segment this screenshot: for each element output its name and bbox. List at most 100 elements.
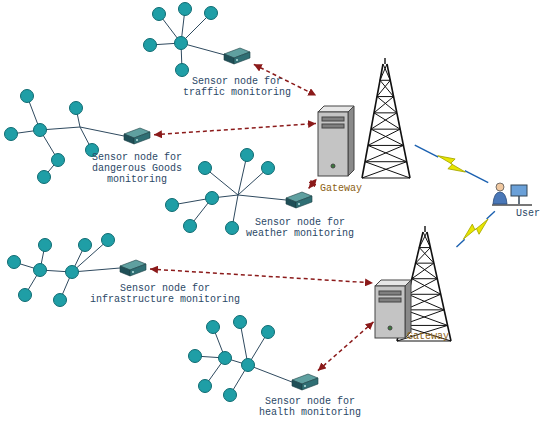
server-slot bbox=[322, 117, 344, 121]
server-slot bbox=[322, 124, 344, 128]
server-led bbox=[388, 326, 392, 330]
sensor-leaf bbox=[199, 162, 212, 175]
sensor-leaf bbox=[166, 199, 179, 212]
tower-bar bbox=[371, 129, 400, 130]
device-front bbox=[286, 198, 296, 208]
device-side bbox=[302, 378, 318, 390]
node-label: User bbox=[516, 208, 546, 219]
device-front bbox=[292, 380, 302, 390]
tower-brace bbox=[408, 294, 444, 310]
sensor-leaf bbox=[184, 220, 197, 233]
sensor-node: Sensor node for dangerous Goods monitori… bbox=[122, 126, 152, 146]
node-icon bbox=[122, 126, 152, 146]
sensor-leaf bbox=[38, 171, 51, 184]
sensor-node: Sensor node for weather monitoring bbox=[284, 190, 314, 210]
sensor-leaf bbox=[34, 124, 47, 137]
node-label: Sensor node for dangerous Goods monitori… bbox=[87, 152, 187, 185]
sensor-leaf bbox=[52, 154, 65, 167]
tower-bar bbox=[412, 278, 437, 279]
node-icon bbox=[284, 190, 314, 210]
sensor-leaf bbox=[224, 389, 237, 402]
wireless-link bbox=[456, 211, 494, 247]
sensor-leaf bbox=[19, 289, 32, 302]
node-icon bbox=[490, 180, 535, 210]
wireless-bolt bbox=[435, 151, 469, 176]
device-front bbox=[124, 134, 134, 144]
tower-brace bbox=[362, 162, 407, 178]
sensor-leaf bbox=[5, 128, 18, 141]
node-icon bbox=[375, 228, 455, 343]
device-led bbox=[298, 203, 300, 205]
server-slot bbox=[379, 298, 401, 302]
tower-bar bbox=[380, 80, 390, 81]
tower-brace bbox=[412, 279, 441, 295]
tower-bar bbox=[362, 178, 410, 179]
lightning-bolt bbox=[460, 214, 492, 245]
tower-brace bbox=[371, 113, 397, 129]
device-side bbox=[134, 132, 150, 144]
server-side bbox=[405, 280, 411, 338]
server-led bbox=[331, 164, 335, 168]
tower-brace bbox=[374, 113, 400, 129]
sensor-leaf bbox=[205, 7, 218, 20]
tower-leg bbox=[427, 232, 451, 341]
sensor-leaf bbox=[207, 321, 220, 334]
tower-brace bbox=[383, 64, 390, 80]
tower-antenna bbox=[384, 58, 385, 64]
device-side bbox=[130, 264, 146, 276]
monitor bbox=[511, 185, 527, 196]
node-label: Gateway bbox=[407, 331, 467, 342]
tower-brace bbox=[423, 232, 430, 248]
tower-brace bbox=[408, 279, 437, 295]
server-front bbox=[318, 112, 348, 176]
node-icon bbox=[318, 60, 413, 180]
gateway-server bbox=[375, 280, 411, 338]
connector-layer bbox=[150, 64, 495, 370]
sensor-leaf bbox=[102, 234, 115, 247]
sensor-leaf bbox=[79, 239, 92, 252]
sensor-leaf bbox=[189, 350, 202, 363]
sensor-clusters bbox=[5, 3, 293, 402]
tower-brace bbox=[371, 129, 403, 145]
sensor-leaf bbox=[34, 264, 47, 277]
sensor-leaf bbox=[219, 352, 232, 365]
sensor-leaf bbox=[153, 8, 166, 21]
tower-brace bbox=[377, 80, 390, 96]
sensor-leaf bbox=[70, 102, 83, 115]
sensor-leaf bbox=[176, 64, 189, 77]
tower-bar bbox=[365, 161, 407, 162]
device-side bbox=[296, 196, 312, 208]
user-head bbox=[496, 183, 504, 191]
sensor-leaf bbox=[39, 239, 52, 252]
sensor-node: Sensor node for infrastructure monitorin… bbox=[118, 258, 148, 278]
sensor-leaf bbox=[226, 222, 239, 235]
data-link-arrow bbox=[154, 123, 316, 134]
sensor-leaf bbox=[241, 149, 254, 162]
server-front bbox=[375, 286, 405, 338]
sensor-leaf bbox=[242, 359, 255, 372]
tower-brace bbox=[365, 145, 403, 161]
wireless-bolt bbox=[460, 214, 492, 245]
user-node: User bbox=[490, 180, 535, 210]
tower-brace bbox=[419, 248, 434, 264]
sensor-leaf bbox=[21, 90, 34, 103]
tower-brace bbox=[419, 232, 427, 248]
sensor-leaf bbox=[199, 380, 212, 393]
sensor-leaf bbox=[54, 294, 67, 307]
tower-brace bbox=[368, 145, 407, 161]
sensor-leaf bbox=[179, 3, 192, 16]
sensor-leaf bbox=[8, 256, 21, 269]
node-icon bbox=[118, 258, 148, 278]
server-side bbox=[348, 106, 354, 176]
tower-leg bbox=[387, 64, 410, 178]
tower-brace bbox=[380, 80, 394, 96]
node-label: Sensor node for infrastructure monitorin… bbox=[87, 283, 243, 305]
radio-tower bbox=[362, 58, 410, 178]
node-label: Sensor node for traffic monitoring bbox=[181, 76, 293, 98]
device-led bbox=[136, 139, 138, 141]
monitor-stand bbox=[518, 196, 520, 204]
tower-brace bbox=[368, 129, 400, 145]
tower-brace bbox=[377, 97, 397, 113]
